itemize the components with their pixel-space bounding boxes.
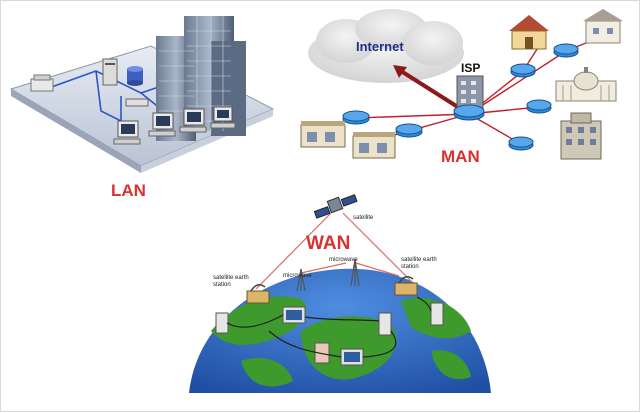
- shop-building: [352, 132, 396, 159]
- wan-label: WAN: [306, 233, 351, 254]
- wan-illustration: [189, 194, 491, 393]
- router-icon: [453, 104, 485, 121]
- lan-illustration: [9, 16, 275, 173]
- workstation: [148, 112, 176, 137]
- lan-printer: [30, 74, 54, 92]
- internet-cloud: [308, 9, 464, 83]
- office-building: [560, 112, 602, 160]
- workstation: [210, 106, 236, 129]
- man-routers: [342, 43, 579, 151]
- man-illustration: [300, 9, 623, 160]
- capitol-building: [555, 67, 617, 102]
- router-icon: [508, 136, 534, 151]
- lan-server: [102, 58, 118, 86]
- wan-cables: [226, 296, 432, 358]
- microwave-annotation-top: microwave: [329, 257, 358, 263]
- microwave-towers: [296, 258, 360, 292]
- isp-building: [456, 75, 484, 111]
- computer-icon: [340, 348, 364, 366]
- router-icon: [526, 99, 552, 114]
- internet-label: Internet: [356, 39, 404, 54]
- server-tower-icon: [215, 312, 229, 334]
- lan-label: LAN: [111, 181, 146, 200]
- man-label: MAN: [441, 147, 480, 166]
- router-icon: [395, 123, 423, 138]
- earth-station-annotation-right: satellite earth station: [401, 257, 437, 270]
- router-icon: [510, 63, 536, 78]
- computer-icon: [282, 306, 306, 324]
- satellite-annotation: satellite: [353, 215, 374, 221]
- lan-workstations: [113, 106, 236, 145]
- earth-station-annotation-left: satellite earth station: [213, 275, 249, 288]
- workstation: [113, 120, 141, 145]
- earth-stations: [246, 276, 418, 304]
- router-icon: [553, 43, 579, 58]
- router-icon: [342, 110, 370, 125]
- server-tower-icon: [430, 302, 444, 326]
- shop-building: [300, 121, 346, 148]
- signal-beams: [255, 212, 414, 290]
- satellite-dish-icon: [394, 276, 418, 296]
- man-buildings: [300, 9, 623, 160]
- satellite-dish-icon: [246, 284, 270, 304]
- satellite-icon: [313, 194, 358, 219]
- workstation: [179, 108, 207, 133]
- lan-switch: [125, 98, 149, 107]
- server-tower-icon: [378, 312, 392, 336]
- isp-label: ISP: [461, 61, 481, 75]
- microwave-annotation-left: microwave: [283, 273, 312, 279]
- lan-database-cylinder: [127, 66, 143, 86]
- house-building: [583, 9, 623, 44]
- house-building: [509, 15, 549, 50]
- wan-computers: [215, 302, 444, 366]
